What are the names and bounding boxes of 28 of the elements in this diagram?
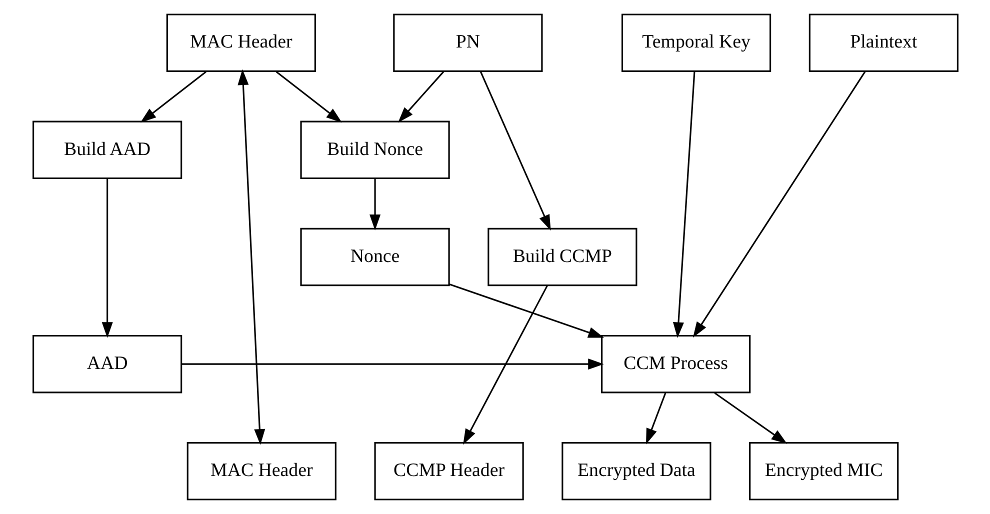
arrow <box>275 71 342 123</box>
arrow <box>101 178 112 338</box>
node-box: Encrypted MIC <box>748 442 898 500</box>
node-box: PN <box>392 14 542 72</box>
arrow <box>369 178 380 230</box>
node-box: Plaintext <box>808 14 958 72</box>
arrow <box>140 71 206 123</box>
node-box: CCM Process <box>600 334 750 394</box>
node-box: AAD <box>32 334 182 394</box>
arrow <box>181 358 604 370</box>
arrow <box>448 284 604 338</box>
node-box: MAC Header <box>166 14 316 72</box>
node-box: Build Nonce <box>300 120 450 180</box>
arrow <box>692 70 866 338</box>
arrow <box>237 69 265 445</box>
arrow <box>479 70 550 231</box>
arrow <box>646 392 666 444</box>
arrow <box>398 71 444 123</box>
node-box: Build CCMP <box>487 228 637 286</box>
node-box: CCMP Header <box>374 442 524 500</box>
arrow <box>462 285 548 445</box>
arrow <box>714 392 787 444</box>
node-box: Nonce <box>300 228 450 286</box>
node-box: MAC Header <box>186 442 336 500</box>
node-box: Encrypted Data <box>561 442 711 500</box>
arrow <box>672 71 695 338</box>
node-box: Build AAD <box>32 120 182 180</box>
node-box: Temporal Key <box>620 14 771 72</box>
